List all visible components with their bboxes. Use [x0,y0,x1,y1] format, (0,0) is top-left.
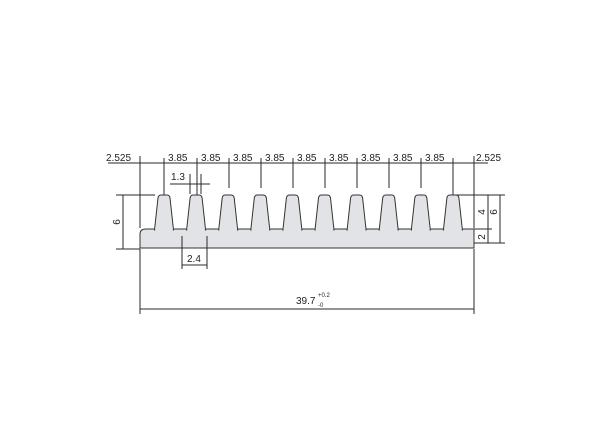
fin-5 [282,194,303,231]
fin-9 [410,194,431,231]
label-pitch-8: 3.85 [393,153,413,164]
left-height-dimension: 6 [112,194,155,250]
label-base-thickness: 2 [477,234,488,240]
label-pitch-3: 3.85 [233,153,253,164]
fin-8 [378,194,399,231]
fin-7 [346,194,367,231]
fin-base-joint-5 [283,228,302,231]
label-edge-right: 2.525 [476,153,501,164]
label-pitch-7: 3.85 [361,153,381,164]
fin-base-joint-4 [251,228,270,231]
overall-width-dimension: 39.7 +0.2 -0 [139,249,475,314]
label-pitch-6: 3.85 [329,153,349,164]
fin-tip-dimension: 1.3 [170,172,210,194]
label-overall-width: 39.7 [296,296,316,307]
label-pitch-1: 3.85 [168,153,188,164]
right-height-dimensions: 4 2 6 [455,194,505,244]
label-edge-left: 2.525 [106,153,131,164]
label-fin-tip: 1.3 [171,172,185,183]
fin-base-joint-2 [187,228,205,231]
label-pitch-4: 3.85 [265,153,285,164]
fin-2 [186,194,207,231]
label-tolerance-minus: -0 [318,303,324,309]
fin-1 [153,194,175,231]
label-pitch-2: 3.85 [201,153,221,164]
label-total-height-left: 6 [112,219,123,225]
label-total-height-right: 6 [489,209,500,215]
fin-base-joint-9 [412,228,430,231]
fins-group [153,194,463,231]
fin-base-joint-3 [219,228,237,231]
fin-base-joint-10 [444,228,462,231]
fin-base-joint-1 [155,228,173,231]
label-tolerance-plus: +0.2 [318,293,331,299]
label-pitch-9: 3.85 [425,153,445,164]
fin-6 [314,194,335,231]
fin-3 [218,194,239,231]
fin-gap-dimension: 2.4 [181,236,208,269]
fin-base-joint-8 [379,228,398,231]
label-fin-height: 4 [477,209,488,215]
fin-4 [250,194,271,231]
label-pitch-5: 3.85 [297,153,317,164]
top-dimension-labels: 2.525 3.85 3.85 3.85 3.85 3.85 3.85 3.85… [106,153,501,164]
fin-10 [442,194,463,231]
fin-base-joint-7 [347,228,366,231]
fin-base-joint-6 [315,228,334,231]
label-fin-gap: 2.4 [187,254,201,265]
heatsink-profile [139,228,475,249]
